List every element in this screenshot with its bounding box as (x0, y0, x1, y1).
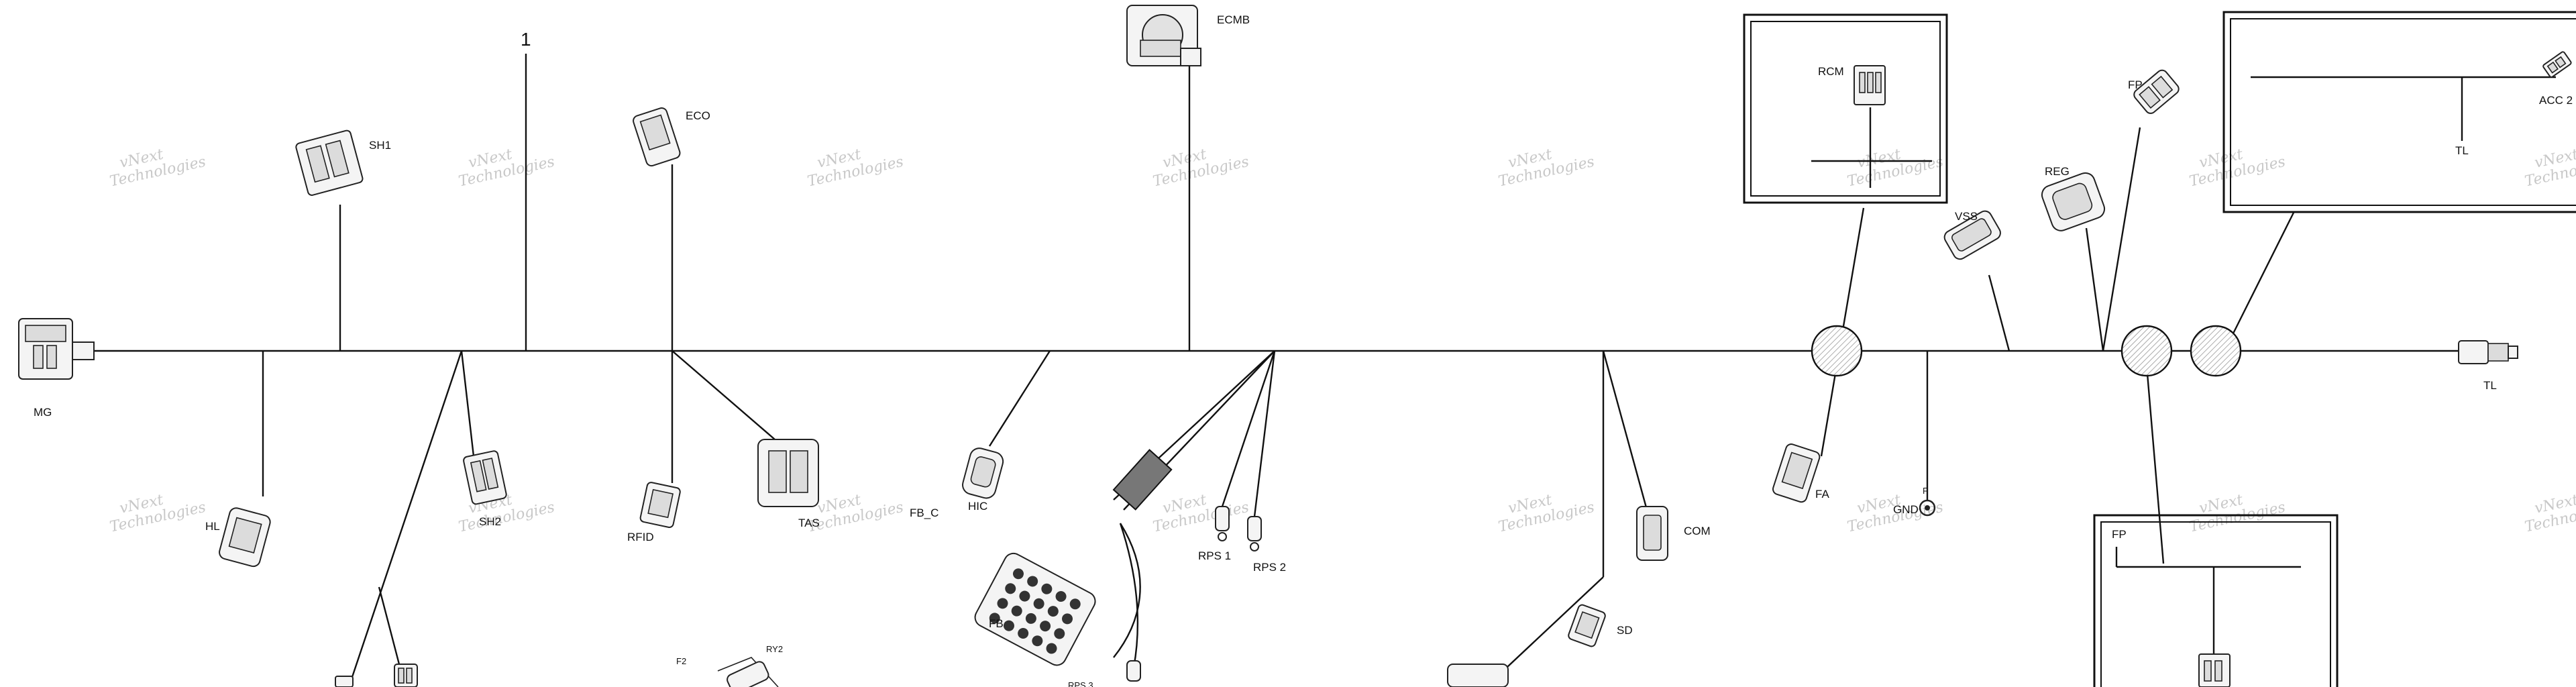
watermark: vNext Technologies (1497, 492, 1596, 536)
wire-vss (1988, 274, 2010, 352)
com-connector (1636, 506, 1668, 561)
label-tl-end: TL (2483, 379, 2497, 392)
fp-bottom-box: FP (2093, 514, 2339, 687)
watermark: vNext Technologies (108, 146, 207, 191)
branch-wires (262, 54, 2296, 687)
label-mg: MG (34, 406, 52, 419)
rcm-connector-icon (1854, 65, 1886, 105)
label-vss: VSS (1955, 210, 1978, 223)
fb-sleeve (1112, 449, 1173, 511)
label-acc2: ACC 2 (2539, 94, 2573, 107)
fa-connector (1772, 443, 1821, 503)
watermark: vNext Technologies (1845, 146, 1945, 191)
sh1-connector (295, 129, 364, 196)
label-sd: SD (1617, 624, 1633, 637)
label-ecmb: ECMB (1217, 13, 1250, 26)
wire-sd-2 (1495, 576, 1604, 678)
tl-end-connector (2458, 340, 2518, 364)
watermark: vNext Technologies (457, 146, 556, 191)
fp-top-connector (2133, 69, 2180, 114)
sh2-connector (463, 450, 507, 505)
fp-bottom-connector-icon (2198, 653, 2231, 687)
grommet-right (2190, 325, 2242, 377)
vss-connector (1943, 210, 2001, 260)
wire-bottom-left (347, 350, 463, 687)
relay-f2-ry2 (717, 657, 779, 687)
watermark: vNext Technologies (2188, 492, 2287, 536)
watermark: vNext Technologies (2523, 492, 2576, 536)
bottom-connector-sd-branch (1447, 664, 1509, 687)
label-tas: TAS (798, 517, 820, 529)
label-tl-box: TL (2455, 144, 2469, 157)
tas-connector: TAS (757, 439, 820, 529)
rps3-connector (1126, 660, 1141, 682)
wire-bottom-left-2 (378, 586, 400, 665)
label-fp-top: FP (2128, 78, 2143, 91)
grommet-left (1811, 325, 1863, 377)
rps1-connector (1215, 506, 1230, 541)
wire-sh2 (460, 350, 475, 457)
fb-fuse-block (974, 552, 1096, 666)
watermark: vNext Technologies (1151, 492, 1250, 536)
ecmb-connector: ECMB (1126, 5, 1250, 66)
label-sh2: SH2 (479, 515, 501, 528)
label-reg: REG (2045, 165, 2070, 178)
grommet-middle (2121, 325, 2173, 377)
label-ry2: RY2 (766, 644, 783, 654)
watermark: vNext Technologies (108, 492, 207, 536)
acc2-connector-icon (2542, 51, 2572, 78)
gnd-connector (1919, 499, 1936, 517)
hl-connector (219, 507, 271, 568)
wire-fp-bottom (2145, 365, 2165, 564)
watermark: vNext Technologies (2188, 146, 2287, 191)
reg-connector (2041, 172, 2106, 231)
mg-connector: MG (18, 318, 95, 419)
label-fb-c: FB_C (910, 507, 938, 519)
acc2-box: ACC 2 TL (2222, 11, 2576, 213)
sd-connector (1568, 604, 1606, 647)
label-fb: FB (989, 617, 1004, 630)
label-rfid: RFID (627, 531, 654, 543)
rfid-connector (639, 482, 681, 528)
label-hl: HL (205, 520, 220, 533)
wire-rps3-b (1119, 523, 1139, 668)
wire-rps3 (1113, 523, 1141, 658)
watermark: vNext Technologies (1151, 146, 1250, 191)
watermark: vNext Technologies (2523, 146, 2576, 191)
wire-acc2-box (2229, 211, 2296, 339)
rps2-connector (1247, 516, 1262, 551)
label-f2: F2 (676, 656, 686, 666)
wire-com (1602, 350, 1648, 511)
label-sh1: SH1 (369, 139, 391, 152)
eco-connector (633, 107, 681, 167)
bottom-left-connector-a (335, 676, 354, 687)
wire-fp-top (2102, 127, 2141, 352)
label-rps2: RPS 2 (1253, 561, 1286, 574)
bottom-left-connector-b (394, 664, 418, 687)
wire-hic (988, 350, 1051, 447)
label-fa: FA (1815, 488, 1829, 500)
wire-tas (672, 350, 775, 440)
watermark: vNext Technologies (1497, 146, 1596, 191)
label-rps3: RPS 3 (1068, 680, 1093, 687)
label-gnd: GND (1893, 503, 1919, 516)
label-eco: ECO (686, 109, 710, 122)
hic-connector (962, 447, 1004, 499)
wire-rps2 (1253, 350, 1276, 517)
label-com: COM (1684, 525, 1711, 537)
label-hic: HIC (968, 500, 987, 513)
label-rps1: RPS 1 (1198, 549, 1231, 562)
label-fp-bottom: FP (2112, 528, 2127, 541)
label-rcm: RCM (1818, 65, 1844, 78)
wire-rps1 (1221, 350, 1276, 507)
rcm-box: RCM (1743, 13, 1948, 204)
callout-number: 1 (521, 29, 531, 50)
wire-reg (2085, 227, 2104, 352)
label-f-small: F (1923, 486, 1928, 496)
watermark: vNext Technologies (806, 146, 905, 191)
